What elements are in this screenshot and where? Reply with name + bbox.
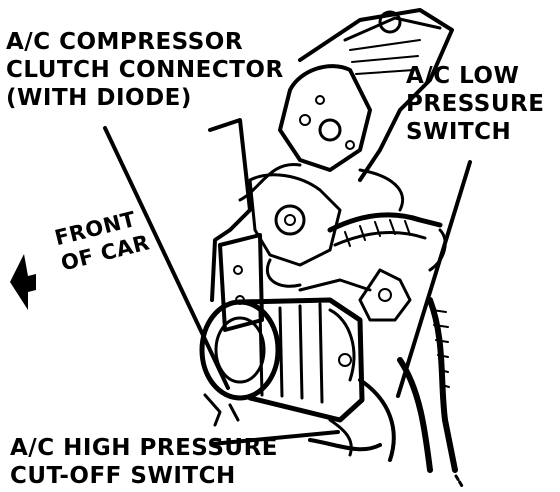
- label-low-pressure-switch: A/C LOW PRESSURE SWITCH: [406, 62, 544, 146]
- label-line: (WITH DIODE): [6, 85, 192, 111]
- label-high-pressure-switch: A/C HIGH PRESSURE CUT-OFF SWITCH: [10, 434, 278, 490]
- label-line: A/C LOW: [406, 63, 520, 89]
- label-line: PRESSURE: [406, 91, 545, 117]
- label-clutch-connector: A/C COMPRESSOR CLUTCH CONNECTOR (WITH DI…: [6, 28, 284, 112]
- label-line: SWITCH: [406, 119, 512, 145]
- arrow-left-icon: [10, 254, 36, 310]
- label-line: CLUTCH CONNECTOR: [6, 57, 284, 83]
- label-line: A/C HIGH PRESSURE: [10, 435, 279, 461]
- label-line: CUT-OFF SWITCH: [10, 463, 236, 489]
- label-line: A/C COMPRESSOR: [6, 29, 244, 55]
